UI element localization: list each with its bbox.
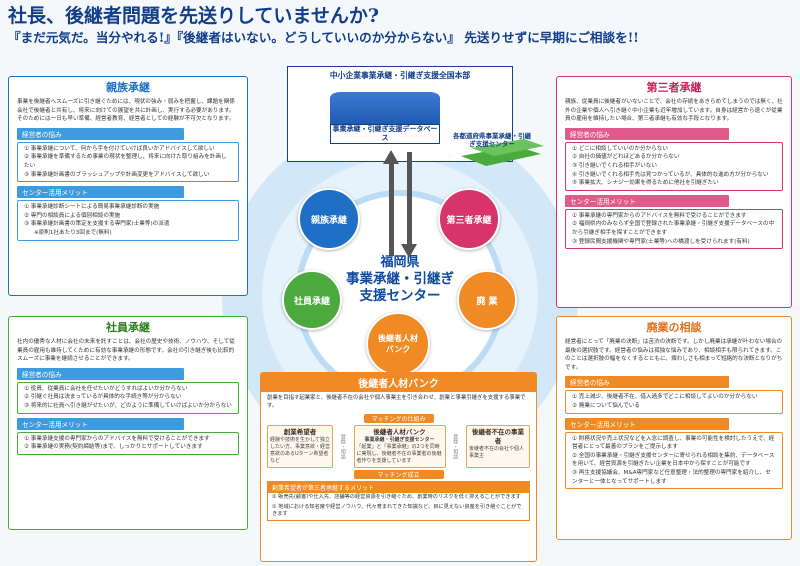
list-item: ② 全国の事業承継・引継ぎ支援センターに寄せられる相談を集約、データベースを用い… bbox=[572, 452, 775, 468]
panel-daisansha-worries-label: 経営者の悩み bbox=[565, 127, 729, 140]
box-no-successor-title: 後継者不在の事業者 bbox=[472, 428, 524, 445]
panel-shain-worries-label: 経営者の悩み bbox=[17, 367, 184, 380]
panel-bank-intro: 創業を目指す起業家と、後継者不在の会社や個人事業主を引き合わせ、創業と事業引継ぎ… bbox=[267, 395, 526, 409]
node-haigyo[interactable]: 廃 業 bbox=[457, 270, 517, 330]
list-item: ① 財務状況や売上状況などを入念に調査し、事業の可能性を検討したうえで、経営者に… bbox=[572, 435, 775, 451]
list-item: ① どこに相談していいのか分からない bbox=[572, 145, 668, 152]
panel-daisansha-merits: ① 事業承継の専門家からのアドバイスを無料で受けることができます ② 福岡県内の… bbox=[565, 208, 783, 250]
matching-row: 創業希望者 経験や技術を生かして独立したい方、事業意欲・経営意欲のあるUターン希… bbox=[261, 423, 536, 468]
list-item: ③ 事業承継計画書の策定を支援する専門家(士業等)の派遣 bbox=[24, 221, 170, 228]
panel-haigyo-worries-label: 経営者の悩み bbox=[565, 376, 729, 389]
list-item: ⑤ 事業拡大、シナジー効果を得るために他社を引継ぎたい bbox=[572, 180, 719, 187]
panel-shinzoku-merits-label: センター活用メリット bbox=[17, 186, 184, 199]
bank-merits-label: 創業希望者が第三者承継するメリット bbox=[268, 482, 529, 493]
list-item: ② 福岡県内のみならず全国で登録された事業承継・引継ぎ支援データベースの中から引… bbox=[572, 221, 775, 236]
node-bank[interactable]: 後継者人材バンク bbox=[366, 312, 430, 376]
arrow-right-label: 登録・相談 bbox=[452, 434, 459, 459]
list-item: ③ 引き継いでくれる相手がいない bbox=[572, 162, 657, 169]
list-item: ④ 引き継いでくれる相手先は見つかっているが、具体的な進め方が分からない bbox=[572, 171, 769, 178]
panel-haigyo-worries: ① 売上減少、後継者不在、借入過多でどこに相談してよいのか分からない ② 廃業に… bbox=[565, 390, 783, 414]
box-founder: 創業希望者 経験や技術を生かして独立したい方、事業意欲・経営意欲のあるUターン希… bbox=[267, 425, 333, 468]
node-daisansha[interactable]: 第三者承継 bbox=[438, 188, 500, 250]
list-item: ② 引継ぐ社員は決まっているが具体的な手続き等が分からない bbox=[24, 394, 182, 401]
panel-haigyo-merits: ① 財務状況や売上状況などを入念に調査し、事業の可能性を検討したうえで、経営者に… bbox=[565, 431, 783, 490]
center-title-line1: 福岡県 bbox=[380, 255, 420, 270]
list-item: ① 販売先(顧客)や仕入先、店舗等の経営資源を引き継ぐため、創業時のリスクを低く… bbox=[272, 494, 521, 500]
panel-shain-title: 社員承継 bbox=[106, 321, 150, 334]
hq-title: 中小企業事業承継・引継ぎ支援全国本部 bbox=[329, 71, 471, 80]
list-item: ② 廃業について悩んでいる bbox=[572, 402, 640, 409]
prefecture-centers-label: 各都道府県事業承継・引継ぎ支援センター bbox=[453, 132, 531, 148]
panel-daisansha-worries: ① どこに相談していいのか分からない ② 自社の価値がどれほどあるか分からない … bbox=[565, 141, 783, 191]
panel-bank: 後継者人材バンク 創業を目指す起業家と、後継者不在の会社や個人事業主を引き合わせ… bbox=[260, 372, 537, 562]
box-no-successor: 後継者不在の事業者 後継者不在の会社や個人事業主 bbox=[466, 425, 530, 468]
box-bank-title: 後継者人材バンク bbox=[373, 428, 426, 436]
list-item: ② 専門の相談員による個別相談の実施 bbox=[24, 212, 121, 219]
list-item: ① 役員、従業員に会社を任せたいがどうすればよいか分からない bbox=[24, 385, 188, 392]
matching-established: マッチング成立 bbox=[353, 470, 444, 479]
prefecture-centers-icon bbox=[461, 139, 544, 166]
panel-shain: 社員承継 社内の優秀な人材に会社の未来を託すことは、会社の歴史や技術、ノウハウ、… bbox=[8, 316, 248, 530]
list-item: ① 事業承継支援の専門家からのアドバイスを無料で受けることができます bbox=[24, 435, 210, 442]
panel-shain-desc: 社内の優秀な人材に会社の未来を託すことは、会社の歴史や技術、ノウハウ、そして従業… bbox=[17, 339, 235, 363]
list-item: ② 自社の価値がどれほどあるか分からない bbox=[572, 154, 680, 161]
node-shinzoku[interactable]: 親族承継 bbox=[298, 188, 360, 250]
box-founder-title: 創業希望者 bbox=[283, 428, 317, 436]
list-item: ① 事業承継の専門家からのアドバイスを無料で受けることができます bbox=[572, 212, 747, 219]
panel-haigyo: 廃業の相談 経営者にとって「廃業の決断」は苦渋の決断です。しかし廃業は承継が叶わ… bbox=[556, 316, 792, 540]
list-item: ② 事業承継の実務(契約締結等)まで、しっかりとサポートしていきます bbox=[24, 444, 203, 451]
box-bank-text: 「起業」と「事業承継」の2つを同時に実現し、後継者不在の事業者の後継者作りを支援… bbox=[356, 444, 442, 464]
list-item: ① 事業承継について、何から手を付けていけば良いかアドバイスして欲しい bbox=[24, 145, 215, 152]
panel-shain-merits-label: センター活用メリット bbox=[17, 417, 184, 430]
panel-daisansha: 第三者承継 親族、従業員に後継者がいないことで、会社の存続をあきらめてしまうので… bbox=[556, 76, 792, 308]
exchange-arrows bbox=[383, 150, 417, 258]
matching-label: マッチングの仕組み bbox=[363, 414, 434, 423]
panel-shinzoku-desc: 事業を後継者へスムーズに引き継ぐためには、現状の強み・弱みを把握し、課題を関係会… bbox=[17, 99, 235, 123]
panel-haigyo-desc: 経営者にとって「廃業の決断」は苦渋の決断です。しかし廃業は承継が叶わない場合の最… bbox=[565, 339, 783, 371]
panel-shain-worries: ① 役員、従業員に会社を任せたいがどうすればよいか分からない ② 引継ぐ社員は決… bbox=[17, 381, 239, 414]
list-item: ① 事業承継診断シートによる簡易事業承継診断の実施 bbox=[24, 204, 160, 211]
panel-haigyo-merits-label: センター活用メリット bbox=[565, 417, 729, 430]
list-item: ③ 事業承継計画書のブラッシュアップや計画変更をアドバイスして欲しい bbox=[24, 171, 210, 178]
node-shain[interactable]: 社員承継 bbox=[282, 270, 342, 330]
headline: 社長、後継者問題を先送りしていませんか? 『まだ元気だ。当分やれる!』『後継者は… bbox=[8, 4, 792, 47]
bank-merits: 創業希望者が第三者承継するメリット ① 販売先(顧客)や仕入先、店舗等の経営資源… bbox=[267, 481, 530, 521]
panel-daisansha-desc: 親族、従業員に後継者がいないことで、会社の存続をあきらめてしまうのでは無く、社外… bbox=[565, 99, 783, 123]
panel-shinzoku-worries-label: 経営者の悩み bbox=[17, 127, 184, 140]
panel-bank-title: 後継者人材バンク bbox=[261, 373, 536, 392]
center-title-line3: 支援センター bbox=[359, 288, 441, 304]
panel-haigyo-title: 廃業の相談 bbox=[646, 321, 702, 334]
list-item: ② 地域における知名度や経営ノウハウ、代々育まれてきた知識など、目に見えない資産… bbox=[272, 503, 522, 518]
panel-shinzoku: 親族承継 事業を後継者へスムーズに引き継ぐためには、現状の強み・弱みを把握し、課… bbox=[8, 76, 248, 296]
center-title: 福岡県 事業承継・引継ぎ 支援センター bbox=[323, 254, 477, 305]
center-title-line2: 事業承継・引継ぎ bbox=[346, 271, 454, 287]
panel-daisansha-merits-label: センター活用メリット bbox=[565, 194, 729, 207]
database-label: 事業承継・引継ぎ支援データベース bbox=[330, 124, 440, 144]
box-no-successor-text: 後継者不在の会社や個人事業主 bbox=[469, 446, 525, 459]
list-item: ③ 再生支援協議会、M&A専門家など任意整理・法的整理の専門家を紹介し、センター… bbox=[572, 469, 771, 485]
box-founder-text: 経験や技術を生かして独立したい方、事業意欲・経営意欲のあるUターン希望者など bbox=[270, 437, 331, 464]
list-item-note: ※原則1社あたり3回まで(無料) bbox=[34, 229, 112, 236]
list-item: ① 売上減少、後継者不在、借入過多でどこに相談してよいのか分からない bbox=[572, 394, 758, 401]
panel-daisansha-title: 第三者承継 bbox=[646, 81, 702, 94]
panel-shinzoku-merits: ① 事業承継診断シートによる簡易事業承継診断の実施 ② 専門の相談員による個別相… bbox=[17, 200, 239, 241]
panel-shinzoku-title: 親族承継 bbox=[106, 81, 150, 94]
arrow-left-label: 登録・相談 bbox=[339, 434, 346, 459]
box-bank: 後継者人材バンク 事業承継・引継ぎ支援センター 「起業」と「事業承継」の2つを同… bbox=[353, 425, 446, 468]
panel-shain-merits: ① 事業承継支援の専門家からのアドバイスを無料で受けることができます ② 事業承… bbox=[17, 431, 239, 455]
panel-shinzoku-worries: ① 事業承継について、何から手を付けていけば良いかアドバイスして欲しい ② 事業… bbox=[17, 141, 239, 183]
list-item: ② 事業承継を準備するため事業の現状を整理し、将来に向けた取り組みを計画したい bbox=[24, 154, 227, 169]
headline-sub: 『まだ元気だ。当分やれる!』『後継者はいない。どうしていいのか分からない』 先送… bbox=[8, 30, 639, 45]
headline-main: 社長、後継者問題を先送りしていませんか? bbox=[8, 5, 379, 27]
list-item: ③ 将来的に社員へ引き継がせたいが、どのように準備していけばよいか分からない bbox=[24, 402, 232, 409]
list-item: ③ 登録民間支援機関や専門家(士業等)への橋渡しを受けられます(有料) bbox=[572, 238, 750, 245]
box-bank-sub: 事業承継・引継ぎ支援センター bbox=[364, 437, 435, 443]
